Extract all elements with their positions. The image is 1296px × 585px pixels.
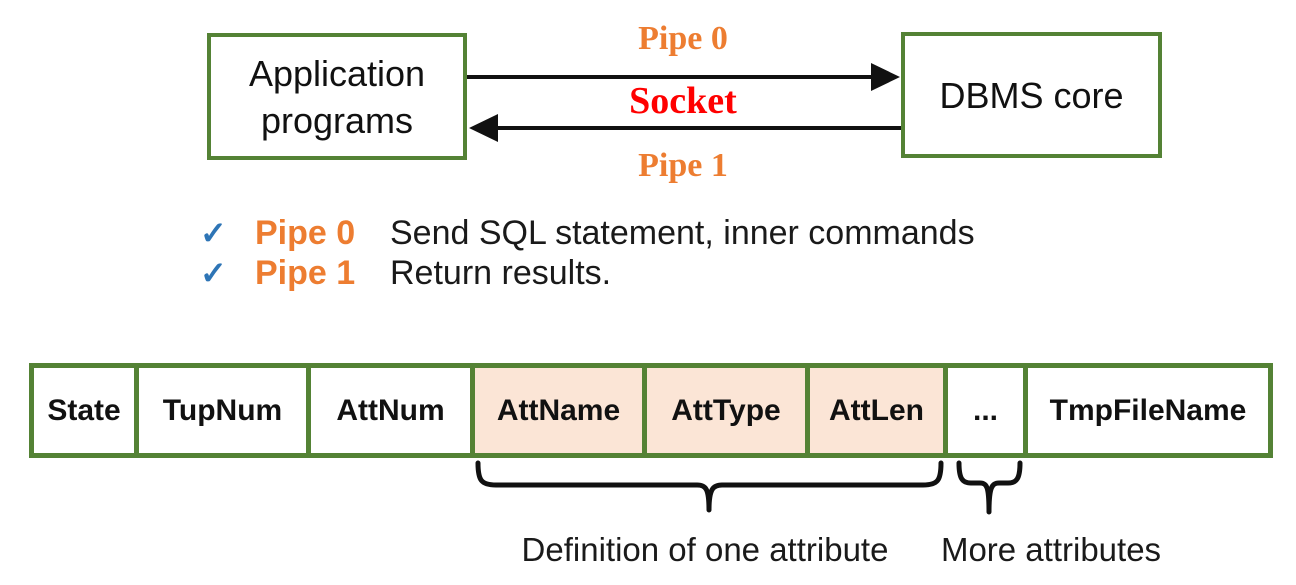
application-programs-box: Application programs — [207, 33, 467, 160]
definition-caption: Definition of one attribute — [521, 531, 889, 568]
dbms-core-label: DBMS core — [939, 74, 1124, 116]
definition-underbrace — [475, 460, 944, 513]
field-cell-ellipsis: ... — [943, 368, 1023, 453]
pipe1-channel-label: Pipe 1 — [638, 147, 728, 184]
pipe0-channel-label: Pipe 0 — [638, 20, 728, 57]
field-cell-attnum: AttNum — [306, 368, 470, 453]
pipe1-arrow — [469, 114, 901, 142]
field-cell-tmpfilename: TmpFileName — [1023, 368, 1268, 453]
check-icon: ✓ — [200, 255, 227, 291]
pipe-bullet-list: ✓ Pipe 0 Send SQL statement, inner comma… — [200, 213, 975, 293]
pipe1-bullet-text: Return results. — [390, 254, 612, 292]
more-attributes-caption: More attributes — [940, 531, 1162, 568]
pipe0-bullet-text: Send SQL statement, inner commands — [390, 214, 975, 252]
field-cell-tupnum: TupNum — [134, 368, 306, 453]
application-programs-label: Application programs — [248, 52, 426, 141]
check-icon: ✓ — [200, 215, 227, 251]
field-cell-atttype: AttType — [642, 368, 805, 453]
pipe1-bullet-row: ✓ Pipe 1 Return results. — [200, 253, 975, 293]
pipe0-arrow — [467, 63, 900, 91]
field-cell-attname: AttName — [470, 368, 642, 453]
pipe1-bullet-label: Pipe 1 — [255, 254, 356, 292]
field-cell-attlen: AttLen — [805, 368, 943, 453]
record-structure-table: State TupNum AttNum AttName AttType AttL… — [29, 363, 1273, 458]
dbms-core-box: DBMS core — [901, 32, 1162, 158]
socket-label: Socket — [629, 80, 737, 122]
pipe0-bullet-row: ✓ Pipe 0 Send SQL statement, inner comma… — [200, 213, 975, 253]
more-underbrace — [956, 460, 1023, 515]
pipe0-bullet-label: Pipe 0 — [255, 214, 356, 252]
field-cell-state: State — [34, 368, 134, 453]
